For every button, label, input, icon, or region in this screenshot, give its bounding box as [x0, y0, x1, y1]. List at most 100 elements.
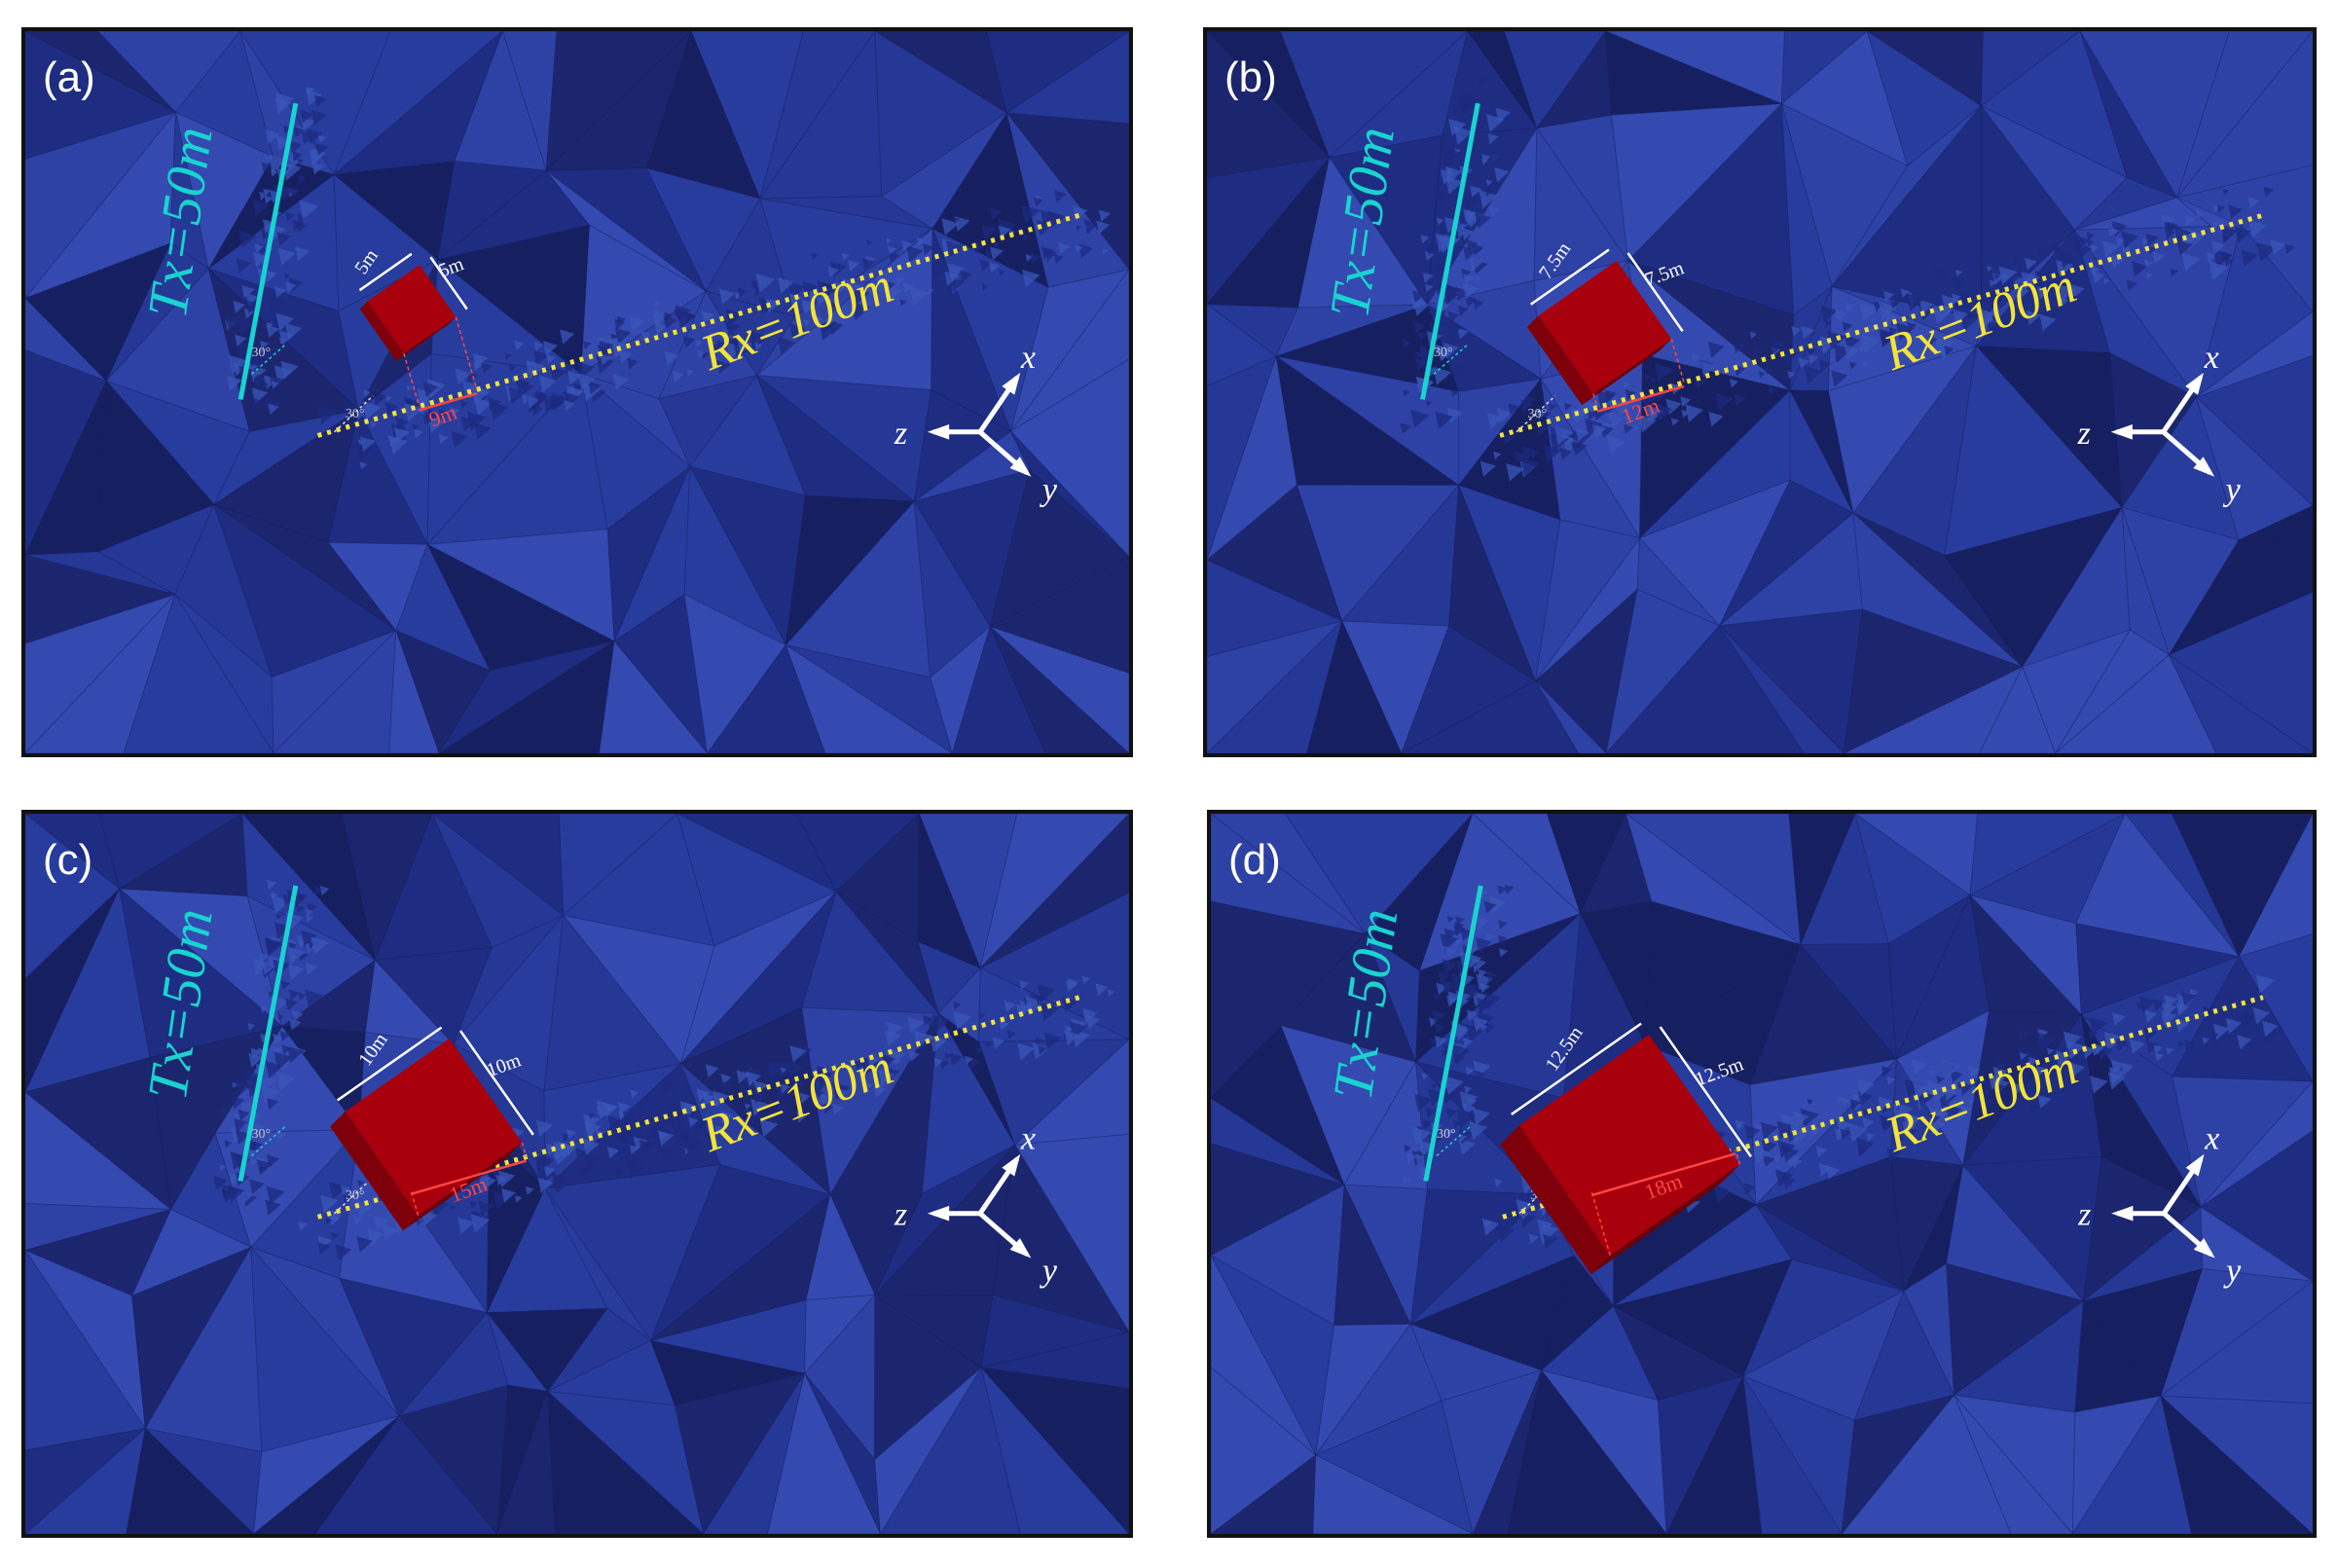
mesh-cell	[1681, 410, 1690, 419]
mesh-cell	[2223, 257, 2234, 268]
mesh-cell	[1655, 403, 1673, 421]
mesh-cell	[2002, 273, 2011, 282]
mesh-cell	[266, 1185, 285, 1205]
rx-angle-label: 30°	[346, 1188, 365, 1203]
mesh-cell	[855, 1060, 866, 1072]
mesh-cell	[1945, 1104, 1962, 1121]
mesh-cell	[629, 1145, 639, 1155]
mesh-cell	[799, 1092, 811, 1104]
mesh-cell	[1507, 1368, 1667, 1534]
projection-line	[403, 352, 420, 407]
mesh-cell	[1909, 350, 1918, 360]
mesh-cell	[718, 288, 736, 305]
mesh-cell	[660, 1080, 674, 1093]
mesh-cell	[1480, 982, 1490, 994]
mesh-cell	[265, 1199, 281, 1217]
mesh-cell	[2202, 1037, 2210, 1045]
mesh-cell	[578, 373, 596, 390]
mesh-cell	[1431, 1009, 1446, 1024]
mesh-cell	[766, 1112, 779, 1124]
mesh-cell	[357, 1180, 365, 1187]
mesh-cell	[1563, 436, 1581, 454]
mesh-cell	[1807, 346, 1817, 356]
mesh-cell	[975, 1046, 984, 1055]
mesh-cell	[922, 243, 934, 256]
mesh-cell	[543, 397, 560, 413]
mesh-cell	[1466, 1009, 1479, 1022]
mesh-cell	[885, 1030, 901, 1046]
mesh-cell	[1019, 980, 1030, 990]
mesh-cell	[2110, 1059, 2126, 1075]
mesh-cell	[993, 241, 1001, 249]
mesh-cell	[930, 625, 992, 753]
mesh-cell	[275, 92, 295, 112]
mesh-cell	[260, 341, 270, 350]
mesh-cell	[1758, 371, 1767, 379]
mesh-cell	[981, 1331, 1129, 1389]
mesh-cell	[320, 1194, 339, 1214]
mesh-cell	[1040, 209, 1057, 227]
mesh-cell	[1801, 325, 1815, 340]
mesh-cell	[355, 442, 376, 462]
mesh-cell	[861, 257, 875, 272]
mesh-cell	[589, 1112, 596, 1119]
mesh-cell	[607, 1115, 622, 1130]
mesh-cell	[1485, 114, 1505, 132]
mesh-cell	[2039, 313, 2057, 331]
mesh-cell	[2008, 1101, 2016, 1108]
mesh-cell	[306, 908, 313, 917]
mesh-cell	[478, 1200, 494, 1217]
mesh-cell	[373, 394, 384, 406]
mesh-cell	[873, 1084, 887, 1098]
mesh-cell	[785, 643, 954, 753]
mesh-cell	[626, 1161, 645, 1180]
mesh-cell	[547, 1307, 652, 1393]
mesh-cell	[828, 301, 839, 311]
z-axis-arrow-head	[2111, 1205, 2134, 1222]
mesh-cell	[1406, 1152, 1417, 1164]
mesh-cell	[1434, 344, 1445, 355]
mesh-cell	[317, 134, 327, 144]
mesh-cell	[486, 1186, 608, 1314]
mesh-cell	[2237, 1035, 2252, 1050]
y-axis-label: y	[2223, 472, 2242, 508]
mesh-cell	[317, 405, 338, 425]
mesh-cell	[1749, 943, 1898, 1086]
mesh-cell	[1952, 293, 1962, 304]
mesh-cell	[1604, 389, 1618, 402]
mesh-cell	[1494, 1178, 1504, 1187]
mesh-cell	[270, 892, 278, 900]
mesh-cell	[1481, 154, 1491, 164]
mesh-cell	[267, 1098, 279, 1111]
mesh-cell	[455, 368, 472, 385]
mesh-cell	[1929, 1070, 1936, 1076]
mesh-cell	[1415, 1153, 1426, 1164]
mesh-cell	[1781, 347, 1800, 366]
mesh-cell	[553, 1142, 572, 1160]
mesh-cell	[341, 1185, 351, 1196]
mesh-cell	[696, 1088, 711, 1102]
mesh-cell	[248, 1141, 259, 1151]
mesh-cell	[1043, 1032, 1062, 1050]
mesh-cell	[1442, 959, 1458, 974]
mesh-cell	[2170, 268, 2179, 277]
mesh-cell	[2092, 271, 2104, 284]
mesh-cell	[1457, 95, 1478, 116]
mesh-cell	[905, 245, 924, 263]
mesh-cell	[224, 1140, 233, 1149]
mesh-cell	[1633, 424, 1641, 432]
mesh-cell	[1479, 190, 1498, 209]
mesh-cell	[545, 31, 692, 172]
mesh-cell	[1887, 893, 1972, 1060]
mesh-cell	[1030, 252, 1041, 265]
mesh-cell	[254, 1123, 267, 1135]
rx-angle-label: 30°	[346, 407, 365, 421]
mesh-cell	[250, 1158, 258, 1167]
mesh-cell	[617, 1102, 631, 1115]
mesh-cell	[1443, 146, 1462, 166]
mesh-cell	[2152, 999, 2166, 1011]
mesh-cell	[388, 630, 440, 753]
mesh-cell	[545, 170, 707, 292]
mesh-cell	[2023, 314, 2030, 322]
mesh-cell	[247, 1023, 256, 1031]
